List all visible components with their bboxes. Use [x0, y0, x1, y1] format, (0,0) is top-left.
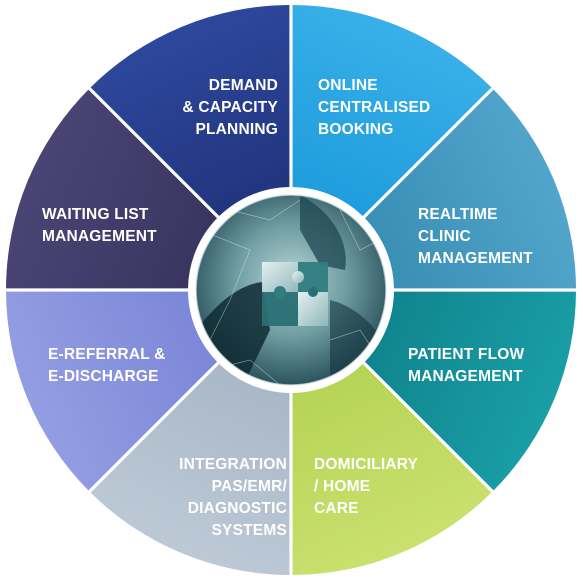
segment-waiting-label: WAITING LIST MANAGEMENT [42, 206, 157, 245]
segment-ereferral-label-line: E-DISCHARGE [48, 368, 159, 385]
segment-integration-label-line: PAS/EMR/ [212, 478, 288, 495]
segment-ereferral: E-REFERRAL & E-DISCHARGE [6, 291, 218, 491]
segment-demand-label-line: & CAPACITY [182, 99, 278, 116]
segment-integration-shape [90, 363, 290, 575]
segment-integration-label-line: DIAGNOSTIC [188, 500, 287, 517]
segment-ereferral-label: E-REFERRAL & E-DISCHARGE [48, 346, 166, 385]
segment-integration-label-line: INTEGRATION [179, 456, 287, 473]
segment-domiciliary-label-line: / HOME [314, 478, 370, 495]
segment-domiciliary: DOMICILIARY / HOME CARE [292, 363, 492, 575]
segment-domiciliary-label-line: DOMICILIARY [314, 456, 419, 473]
segment-waiting-label-line: WAITING LIST [42, 206, 149, 223]
segment-patientflow-shape [364, 291, 576, 491]
segment-domiciliary-shape [292, 363, 492, 575]
segment-realtime-label-line: REALTIME [418, 206, 498, 223]
segment-waiting-shape [6, 89, 218, 289]
segment-waiting: WAITING LIST MANAGEMENT [6, 89, 218, 289]
segment-realtime-shape [364, 89, 576, 289]
segment-online-label: ONLINE CENTRALISED BOOKING [318, 77, 430, 138]
segment-integration-label: INTEGRATION PAS/EMR/DIAGNOSTIC SYSTEMS [179, 456, 287, 539]
segment-ereferral-shape [6, 291, 218, 491]
segment-online-label-line: CENTRALISED [318, 99, 430, 116]
segment-online-label-line: BOOKING [318, 121, 393, 138]
segment-patientflow-label-line: MANAGEMENT [408, 368, 523, 385]
segment-online-shape [292, 5, 492, 217]
segment-patientflow-label: PATIENT FLOW MANAGEMENT [408, 346, 525, 385]
segment-realtime: REALTIME CLINIC MANAGEMENT [364, 89, 576, 289]
segment-online-label-line: ONLINE [318, 77, 378, 94]
segment-demand: DEMAND & CAPACITY PLANNING [90, 5, 290, 217]
segment-demand-shape [90, 5, 290, 217]
segment-patientflow: PATIENT FLOW MANAGEMENT [364, 291, 576, 491]
segment-demand-label: DEMAND & CAPACITY PLANNING [182, 77, 278, 138]
segment-realtime-label-line: CLINIC [418, 228, 471, 245]
segment-integration-label-line: SYSTEMS [212, 522, 287, 539]
center-photo [190, 189, 392, 391]
segment-demand-label-line: PLANNING [195, 121, 278, 138]
segment-realtime-label-line: MANAGEMENT [418, 250, 533, 267]
segment-realtime-label: REALTIME CLINIC MANAGEMENT [418, 206, 533, 267]
segment-online: ONLINE CENTRALISED BOOKING [292, 5, 492, 217]
segment-domiciliary-label-line: CARE [314, 500, 359, 517]
segment-ereferral-label-line: E-REFERRAL & [48, 346, 166, 363]
segment-integration: INTEGRATION PAS/EMR/DIAGNOSTIC SYSTEMS [90, 363, 290, 575]
segment-waiting-label-line: MANAGEMENT [42, 228, 157, 245]
segment-domiciliary-label: DOMICILIARY / HOME CARE [314, 456, 419, 517]
segments-layer: DEMAND & CAPACITY PLANNING ONLINE CENTRALISE… [6, 5, 576, 575]
segment-demand-label-line: DEMAND [209, 77, 278, 94]
segment-patientflow-label-line: PATIENT FLOW [408, 346, 525, 363]
